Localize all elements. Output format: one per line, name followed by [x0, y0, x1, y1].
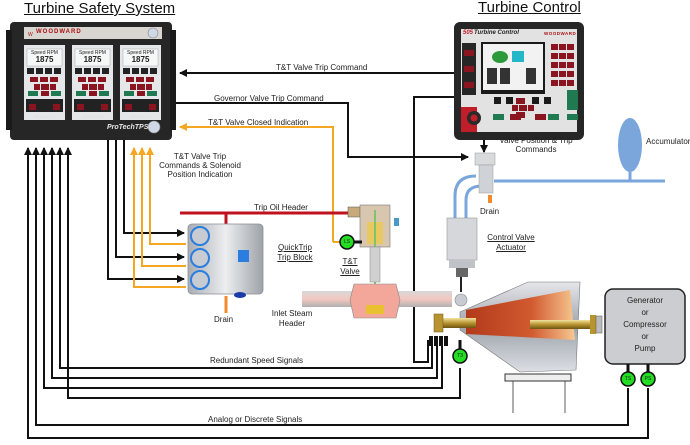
control-to-turbine-line	[413, 96, 454, 363]
redundant-speed-signals-label: Redundant Speed Signals	[210, 356, 303, 365]
ls-sensor-label: LS	[343, 239, 351, 245]
governor-trip-command-line	[176, 102, 469, 161]
speed-signal-1	[56, 147, 433, 369]
control-valve-actuator	[446, 217, 478, 307]
servo-valve	[474, 152, 496, 203]
speed-signal-2	[48, 147, 438, 379]
quicktrip-cmd-1	[123, 140, 185, 237]
solenoid-indication-3	[130, 147, 186, 288]
driven-equipment-line5: Pump	[634, 344, 656, 353]
tt-trip-commands-solenoid-line3: Position Indication	[167, 170, 233, 179]
ts-signal	[32, 147, 629, 426]
module-c-speed-value: 1875	[131, 55, 150, 64]
tt-valve-label-line1: T&T	[342, 257, 358, 266]
protech-product-name: ProTechTPS	[107, 124, 149, 131]
driven-equipment-line1: Generator	[626, 296, 664, 305]
protech-tps-enclosure: W	[6, 22, 176, 140]
valve-position-trip-line2: Commands	[515, 145, 557, 154]
control-valve-actuator-label-line1: Control Valve	[487, 233, 535, 242]
turbine-safety-system-title: Turbine Safety System	[24, 0, 176, 17]
module-a-speed-value: 1875	[35, 55, 54, 64]
control-505-product: 505	[463, 30, 474, 36]
inlet-steam-header-label-line2: Header	[278, 319, 306, 328]
tt-closed-indication-label: T&T Valve Closed Indication	[208, 118, 309, 127]
driven-equipment-line3: Compressor	[623, 320, 667, 329]
tt-trip-commands-solenoid-line1: T&T Valve Trip	[173, 152, 227, 161]
module-b	[72, 45, 113, 120]
ps-sensor	[640, 364, 656, 387]
signal-lines	[24, 69, 649, 439]
t3-sensor-label: T3	[457, 353, 463, 359]
driven-equipment-line2: or	[641, 308, 649, 317]
control-505-brand: WOODWARD	[544, 31, 577, 36]
tt-trip-commands-solenoid-line2: Commands & Solenoid	[159, 161, 241, 170]
analog-discrete-signals-label: Analog or Discrete Signals	[208, 415, 303, 424]
ps-signal	[24, 147, 649, 439]
quicktrip-label-line1: QuickTrip	[278, 243, 312, 252]
module-b-display-label: Speed RPM	[79, 50, 106, 56]
accumulator	[618, 118, 642, 172]
module-c	[120, 45, 161, 120]
control-505-enclosure	[454, 22, 584, 140]
module-c-display-label: Speed RPM	[127, 50, 154, 56]
trip-oil-header-label: Trip Oil Header	[254, 203, 308, 212]
governor-trip-command-label: Governor Valve Trip Command	[214, 94, 324, 103]
module-b-name: MODULE B	[82, 114, 103, 119]
tt-valve-label-line2: Valve	[340, 267, 360, 276]
driven-equipment-box	[604, 288, 686, 365]
t3-sensor	[452, 340, 468, 364]
svg-text:W: W	[28, 32, 33, 38]
turbine-control-title: Turbine Control	[478, 0, 581, 16]
driven-equipment-line4: or	[641, 332, 649, 341]
control-505-subtitle: Turbine Control	[474, 30, 519, 36]
ts-sensor	[620, 364, 636, 387]
quicktrip-label-line2: Trip Block	[277, 253, 313, 262]
protech-brand: WOODWARD	[36, 29, 82, 35]
indication-lines	[130, 123, 342, 288]
quicktrip-drain-label: Drain	[214, 315, 234, 324]
module-c-name: MODULE C	[129, 114, 152, 119]
control-valve-actuator-label-line2: Actuator	[496, 243, 526, 252]
module-a	[24, 45, 65, 120]
ts-sensor-label: TS	[624, 376, 632, 382]
tt-valve	[347, 204, 401, 319]
ls-sensor	[339, 234, 362, 250]
tt-trip-command-label: T&T Valve Trip Command	[276, 63, 368, 72]
valve-position-trip-line1: Valve Position & Trip	[499, 136, 573, 145]
tt-closed-indication-line	[179, 123, 334, 242]
quicktrip-trip-block	[187, 223, 264, 313]
quicktrip-cmd-2	[115, 140, 185, 261]
inlet-steam-header-label-line1: Inlet Steam	[271, 309, 313, 318]
solenoid-indication-2	[138, 147, 186, 267]
t3-signal	[64, 147, 461, 399]
speed-signal-3	[40, 147, 443, 389]
ps-sensor-label: PS	[644, 376, 652, 382]
accumulator-label: Accumulator	[646, 137, 690, 146]
module-a-name: MODULE A	[34, 114, 55, 119]
actuator-drain-label: Drain	[480, 207, 500, 216]
module-a-display-label: Speed RPM	[31, 50, 58, 56]
quicktrip-cmd-3	[107, 140, 185, 283]
solenoid-indication-1	[146, 147, 186, 245]
turbine	[429, 281, 603, 413]
module-b-speed-value: 1875	[83, 55, 102, 64]
